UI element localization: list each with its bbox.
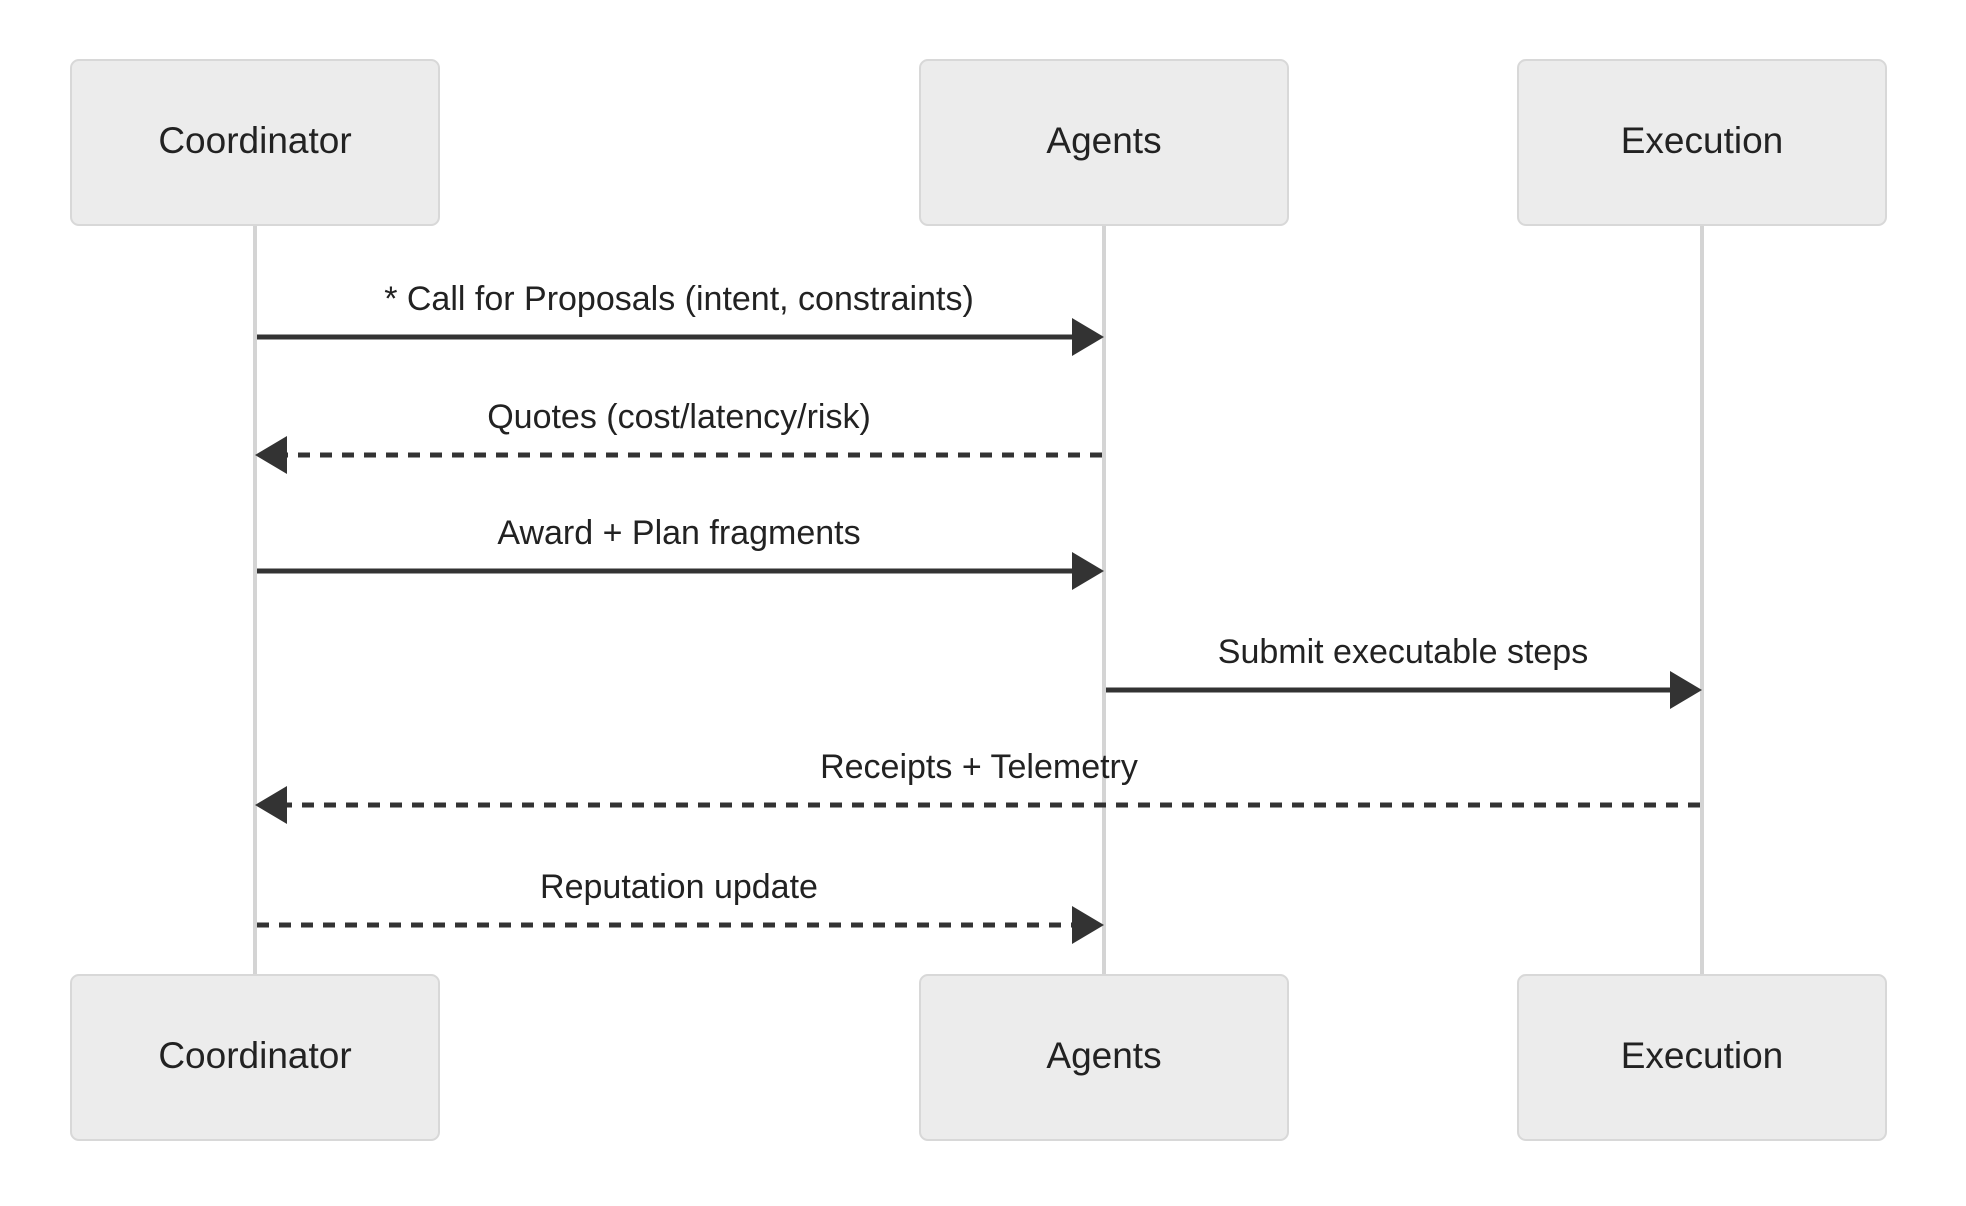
actor-box-execution-bottom[interactable]: Execution — [1517, 974, 1887, 1141]
arrowhead-right-icon — [1072, 318, 1104, 356]
arrowhead-left-icon — [255, 436, 287, 474]
message-label: Award + Plan fragments — [497, 514, 860, 552]
actor-boxes-bottom: Coordinator Agents Execution — [70, 974, 1887, 1141]
actor-rect[interactable] — [70, 974, 440, 1141]
actor-rect[interactable] — [1517, 974, 1887, 1141]
actor-label-agents-top: Agents — [1046, 120, 1161, 161]
messages-group: * Call for Proposals (intent, constraint… — [255, 280, 1702, 944]
message-submit-executable-steps[interactable]: Submit executable steps — [1106, 633, 1702, 709]
arrowhead-right-icon — [1072, 552, 1104, 590]
actor-rect[interactable] — [70, 59, 440, 226]
actor-box-execution-top[interactable]: Execution — [1517, 59, 1887, 226]
actor-box-coordinator-top[interactable]: Coordinator — [70, 59, 440, 226]
actor-label-execution-bottom: Execution — [1621, 1035, 1784, 1076]
actor-label-coordinator-bottom: Coordinator — [158, 1035, 351, 1076]
message-label: Reputation update — [540, 868, 818, 906]
arrowhead-right-icon — [1072, 906, 1104, 944]
actor-box-agents-top[interactable]: Agents — [919, 59, 1289, 226]
message-reputation-update[interactable]: Reputation update — [257, 868, 1104, 944]
lifelines-group — [253, 225, 1704, 975]
arrowhead-left-icon — [255, 786, 287, 824]
message-call-for-proposals[interactable]: * Call for Proposals (intent, constraint… — [257, 280, 1104, 356]
message-label: Submit executable steps — [1218, 633, 1588, 671]
actor-rect[interactable] — [919, 59, 1289, 226]
actor-box-coordinator-bottom[interactable]: Coordinator — [70, 974, 440, 1141]
actor-boxes-top: Coordinator Agents Execution — [70, 59, 1887, 226]
actor-label-execution-top: Execution — [1621, 120, 1784, 161]
message-label: * Call for Proposals (intent, constraint… — [384, 280, 974, 318]
arrowhead-right-icon — [1670, 671, 1702, 709]
actor-rect[interactable] — [919, 974, 1289, 1141]
message-award-plan-fragments[interactable]: Award + Plan fragments — [257, 514, 1104, 590]
actor-rect[interactable] — [1517, 59, 1887, 226]
actor-box-agents-bottom[interactable]: Agents — [919, 974, 1289, 1141]
message-quotes[interactable]: Quotes (cost/latency/risk) — [255, 398, 1102, 474]
actor-label-agents-bottom: Agents — [1046, 1035, 1161, 1076]
message-label: Receipts + Telemetry — [820, 748, 1138, 786]
message-label: Quotes (cost/latency/risk) — [487, 398, 871, 436]
actor-label-coordinator-top: Coordinator — [158, 120, 351, 161]
message-receipts-telemetry[interactable]: Receipts + Telemetry — [255, 748, 1700, 824]
